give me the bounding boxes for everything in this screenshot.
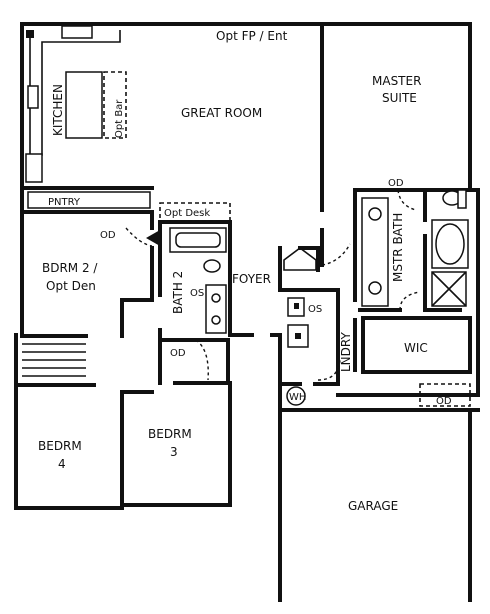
garage-door-swing — [317, 359, 341, 381]
label-garage: GARAGE — [348, 499, 398, 513]
wall-laundry — [278, 246, 340, 386]
markers: OD OD OD OD OS OS WH — [100, 178, 452, 407]
kitchen-island — [65, 71, 103, 139]
marker-os-bath2: OS — [190, 288, 204, 299]
room-labels: Opt FP / Ent KITCHEN Opt Bar GREAT ROOM … — [38, 29, 428, 513]
label-bdrm4-1: BEDRM — [38, 439, 82, 453]
label-pantry: PNTRY — [48, 197, 81, 208]
bath2-sink-a — [211, 293, 221, 303]
wall-master-bath-inner — [358, 188, 462, 312]
opt-bar-outline — [103, 71, 127, 139]
kitchen-sink — [61, 25, 93, 39]
marker-od-bdrm2: OD — [100, 230, 116, 241]
wall-bath2-closet — [158, 338, 230, 385]
wall-wic — [361, 316, 472, 374]
bdrm-hall-steps — [22, 343, 86, 377]
label-bdrm3-2: 3 — [170, 445, 178, 459]
wall-bdrm3 — [120, 381, 232, 507]
marker-os-laundry: OS — [308, 304, 322, 315]
garage-storage-outline — [419, 383, 471, 407]
wall-bdrm2-right — [120, 246, 154, 338]
label-bdrm2-1: BDRM 2 / — [42, 261, 98, 275]
range — [27, 85, 39, 109]
mstr-closet-door-swing — [397, 189, 417, 211]
label-bdrm2-2: Opt Den — [46, 279, 96, 293]
wall-laundry-top — [298, 246, 320, 272]
appliance-top — [26, 30, 34, 38]
label-great-room: GREAT ROOM — [181, 106, 262, 120]
label-bath2: BATH 2 — [171, 271, 185, 314]
label-opt-fp-ent: Opt FP / Ent — [216, 29, 288, 43]
marker-od-garage: OD — [436, 396, 452, 407]
wall-master-bath — [320, 188, 472, 372]
bath2-vanity — [205, 284, 227, 334]
bath2-closet-door-swing — [195, 339, 209, 381]
label-foyer: FOYER — [232, 272, 271, 286]
opt-desk-outline — [159, 202, 231, 222]
label-wic: WIC — [404, 341, 428, 355]
label-bdrm3-1: BEDRM — [148, 427, 192, 441]
label-master-suite-1: MASTER — [372, 74, 421, 88]
marker-water-heater: WH — [289, 392, 306, 403]
mstr-toilet-tank — [457, 189, 467, 209]
label-opt-bar: Opt Bar — [114, 99, 125, 138]
mstr-tub-basin — [435, 223, 465, 265]
laundry-tap — [295, 333, 301, 339]
marker-od-bath2-closet: OD — [170, 348, 186, 359]
wall-foyer-right — [228, 333, 282, 412]
kitchen-fixtures — [25, 25, 151, 209]
label-kitchen: KITCHEN — [51, 84, 65, 136]
wic-door-swing — [399, 291, 421, 311]
bath2-sink-b — [211, 315, 221, 325]
bath2-fixtures — [125, 202, 231, 381]
wall-garage — [278, 408, 480, 602]
bath2-toilet — [203, 259, 221, 273]
bdrm2-closet-door-swing — [125, 227, 153, 247]
mstr-sink-a — [368, 207, 382, 221]
master-door-swing — [321, 243, 351, 266]
wall-outer-right — [468, 22, 480, 397]
label-opt-desk: Opt Desk — [164, 208, 210, 219]
bath2-tub-inner — [175, 232, 221, 248]
label-master-bath: MSTR BATH — [391, 213, 405, 282]
wall-bdrm2-top — [20, 210, 154, 230]
label-bdrm4-2: 4 — [58, 457, 66, 471]
hall-steps — [22, 343, 86, 377]
foyer-entry-step — [283, 247, 317, 271]
label-laundry: LNDRY — [339, 332, 353, 372]
master-bath-fixtures — [361, 189, 471, 407]
refrigerator — [25, 153, 43, 183]
kitchen-counter — [29, 30, 121, 156]
wall-outer-left-lower — [14, 333, 124, 510]
bdrm2-door-wedge — [146, 230, 160, 246]
marker-od-master: OD — [388, 178, 404, 189]
mstr-shower-cross — [431, 271, 467, 307]
walls — [14, 22, 480, 602]
mstr-sink-b — [368, 281, 382, 295]
water-heater-tank — [286, 386, 306, 406]
laundry-fixtures — [283, 243, 351, 406]
label-master-suite-2: SUITE — [382, 91, 417, 105]
pantry-shelf — [27, 191, 151, 209]
laundry-sink — [294, 303, 299, 309]
